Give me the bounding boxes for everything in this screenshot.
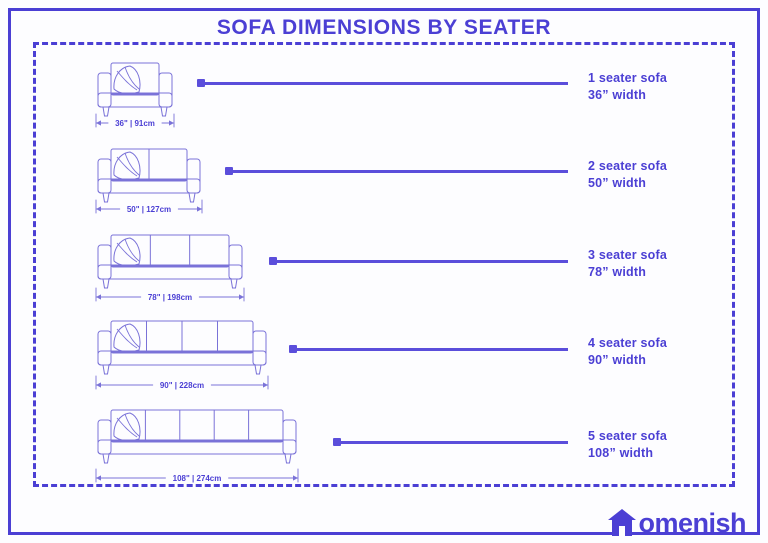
connector-line [289,345,568,353]
sofa-name: 4 seater sofa [588,336,668,350]
sofa-label-5-seater: 5 seater sofa 108” width [588,428,667,462]
sofa-width: 108” width [588,446,654,460]
connector-line [197,79,568,87]
logo-text: omenish [638,508,746,538]
sofa-width: 90” width [588,353,647,367]
sofa-width: 78” width [588,265,647,279]
connector-dot [197,79,205,87]
svg-text:36" | 91cm: 36" | 91cm [115,119,155,128]
sofa-label-3-seater: 3 seater sofa 78” width [588,247,667,281]
svg-text:108" | 274cm: 108" | 274cm [173,474,222,483]
sofa-illustration-1-seater: 36" | 91cm [88,55,263,135]
connector-dot [333,438,341,446]
svg-text:50" | 127cm: 50" | 127cm [127,205,171,214]
sofa-label-1-seater: 1 seater sofa 36” width [588,70,667,104]
sofa-drawing: 78" | 198cm [95,234,245,302]
sofa-width: 36” width [588,88,647,102]
house-icon [608,509,637,536]
sofa-illustration-2-seater: 50" | 127cm [88,141,288,221]
connector-dot [225,167,233,175]
sofa-label-4-seater: 4 seater sofa 90” width [588,335,667,369]
page-title: SOFA DIMENSIONS BY SEATER [216,16,552,39]
sofa-illustration-4-seater: 90" | 228cm [88,313,353,397]
sofa-drawing: 50" | 127cm [95,148,203,214]
connector-line [269,257,568,265]
sofa-drawing: 36" | 91cm [95,62,175,128]
sofa-illustration-3-seater: 78" | 198cm [88,227,328,309]
svg-text:78" | 198cm: 78" | 198cm [148,293,192,302]
connector-dot [269,257,277,265]
sofa-name: 3 seater sofa [588,248,668,262]
brand-logo[interactable]: omenish [607,508,746,537]
sofa-width: 50” width [588,176,647,190]
sofa-drawing: 90" | 228cm [95,320,269,390]
sofa-drawing: 108" | 274cm [95,409,299,483]
sofa-name: 1 seater sofa [588,71,668,85]
connector-dot [289,345,297,353]
connector-line [333,438,568,446]
svg-text:90" | 228cm: 90" | 228cm [160,381,204,390]
sofa-name: 5 seater sofa [588,429,668,443]
connector-line [225,167,568,175]
sofa-label-2-seater: 2 seater sofa 50” width [588,158,667,192]
sofa-illustration-5-seater: 108" | 274cm [88,402,388,490]
sofa-name: 2 seater sofa [588,159,668,173]
